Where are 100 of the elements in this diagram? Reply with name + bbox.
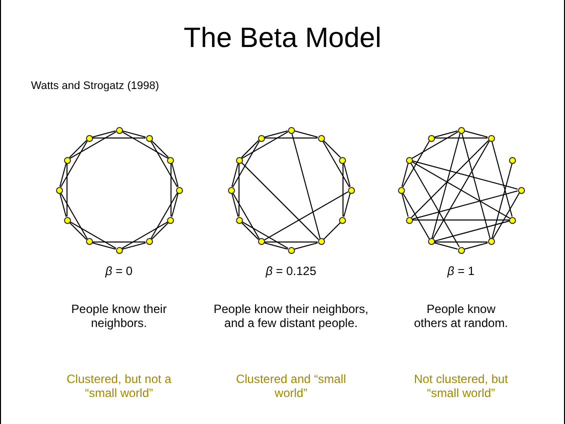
network-link [70, 221, 116, 249]
network-link [322, 140, 350, 188]
network-link [410, 162, 460, 248]
network-link [150, 192, 178, 240]
parameter-label: β = 0 [104, 264, 134, 278]
network-node [236, 156, 243, 164]
network-node [167, 216, 174, 224]
network-link [294, 130, 318, 138]
network-link [242, 131, 288, 159]
network-node [406, 216, 413, 224]
network-link [66, 163, 68, 217]
network-link [60, 192, 88, 240]
network-link [343, 192, 351, 218]
network-link [241, 140, 259, 158]
network-link [412, 131, 458, 159]
slide-title: The Beta Model [182, 22, 382, 54]
network-link [412, 161, 510, 219]
network-link [464, 130, 488, 138]
network-link [242, 221, 288, 249]
network-link [70, 131, 116, 159]
network-link [431, 132, 461, 240]
network-node [509, 156, 516, 164]
parameter-label: β = 0.125 [264, 264, 318, 278]
network-link [171, 192, 179, 218]
network-link [402, 140, 430, 188]
parameter-label: β = 1 [446, 264, 476, 278]
network-node [176, 186, 182, 194]
network-node [428, 238, 434, 246]
network-node [458, 246, 464, 254]
network-node [288, 246, 294, 254]
network-node [146, 238, 152, 246]
network-link [59, 192, 67, 218]
network-node [406, 156, 413, 164]
network-link [294, 242, 318, 250]
network-node [509, 216, 516, 224]
network-node [318, 238, 324, 246]
network-link [492, 192, 520, 240]
network-node [146, 134, 152, 142]
network-node [64, 216, 71, 224]
note: Not clustered, but “small world” [412, 372, 510, 400]
network-link [122, 242, 146, 250]
network-node [86, 238, 92, 246]
network-node [116, 126, 122, 134]
network-link [171, 162, 179, 188]
network-link [401, 192, 409, 218]
network-node [428, 134, 434, 142]
network-link [343, 162, 351, 188]
network-link [231, 192, 239, 218]
note: Clustered and “small world” [234, 372, 348, 400]
network-node [167, 156, 174, 164]
description: People know their neighbors, and a few distant people. [212, 302, 370, 330]
network-link [291, 132, 321, 240]
network-node [339, 216, 346, 224]
network-link [122, 221, 168, 249]
network-link [122, 130, 146, 138]
network-link [461, 132, 491, 240]
network-link [69, 222, 87, 240]
network-link [411, 140, 489, 218]
network-node [236, 216, 243, 224]
network-node [56, 186, 62, 194]
network-link [232, 192, 260, 240]
network-node [258, 134, 264, 142]
network-node [488, 134, 494, 142]
network-link [241, 162, 319, 240]
network-node [288, 126, 294, 134]
network-link [434, 220, 510, 242]
network-link [151, 140, 169, 158]
network-node [86, 134, 92, 142]
network-link [122, 131, 168, 159]
network-link [401, 162, 409, 188]
network-link [151, 222, 169, 240]
network-link [491, 162, 513, 240]
network-link [264, 242, 288, 250]
network-node [318, 134, 324, 142]
network-link [69, 140, 87, 158]
network-link [432, 140, 490, 240]
network-node [339, 156, 346, 164]
network-link [92, 242, 116, 250]
note: Clustered, but not a “small world” [66, 372, 172, 400]
network-link [232, 140, 260, 188]
network-link [434, 242, 458, 250]
network-link [60, 140, 88, 188]
description: People know their neighbors. [70, 302, 168, 330]
network-node [458, 126, 464, 134]
network-link [92, 130, 116, 138]
network-link [59, 162, 67, 188]
network-link [464, 242, 488, 250]
network-node [116, 246, 122, 254]
network-node [228, 186, 234, 194]
network-link [402, 192, 430, 240]
network-node [518, 186, 524, 194]
network-link [150, 140, 178, 188]
description: People know others at random. [412, 302, 510, 330]
network-link [231, 162, 239, 188]
network-link [412, 190, 518, 220]
network-node [64, 156, 71, 164]
network-link [170, 163, 172, 217]
network-link [238, 163, 240, 217]
network-node [348, 186, 354, 194]
network-link [412, 160, 518, 190]
